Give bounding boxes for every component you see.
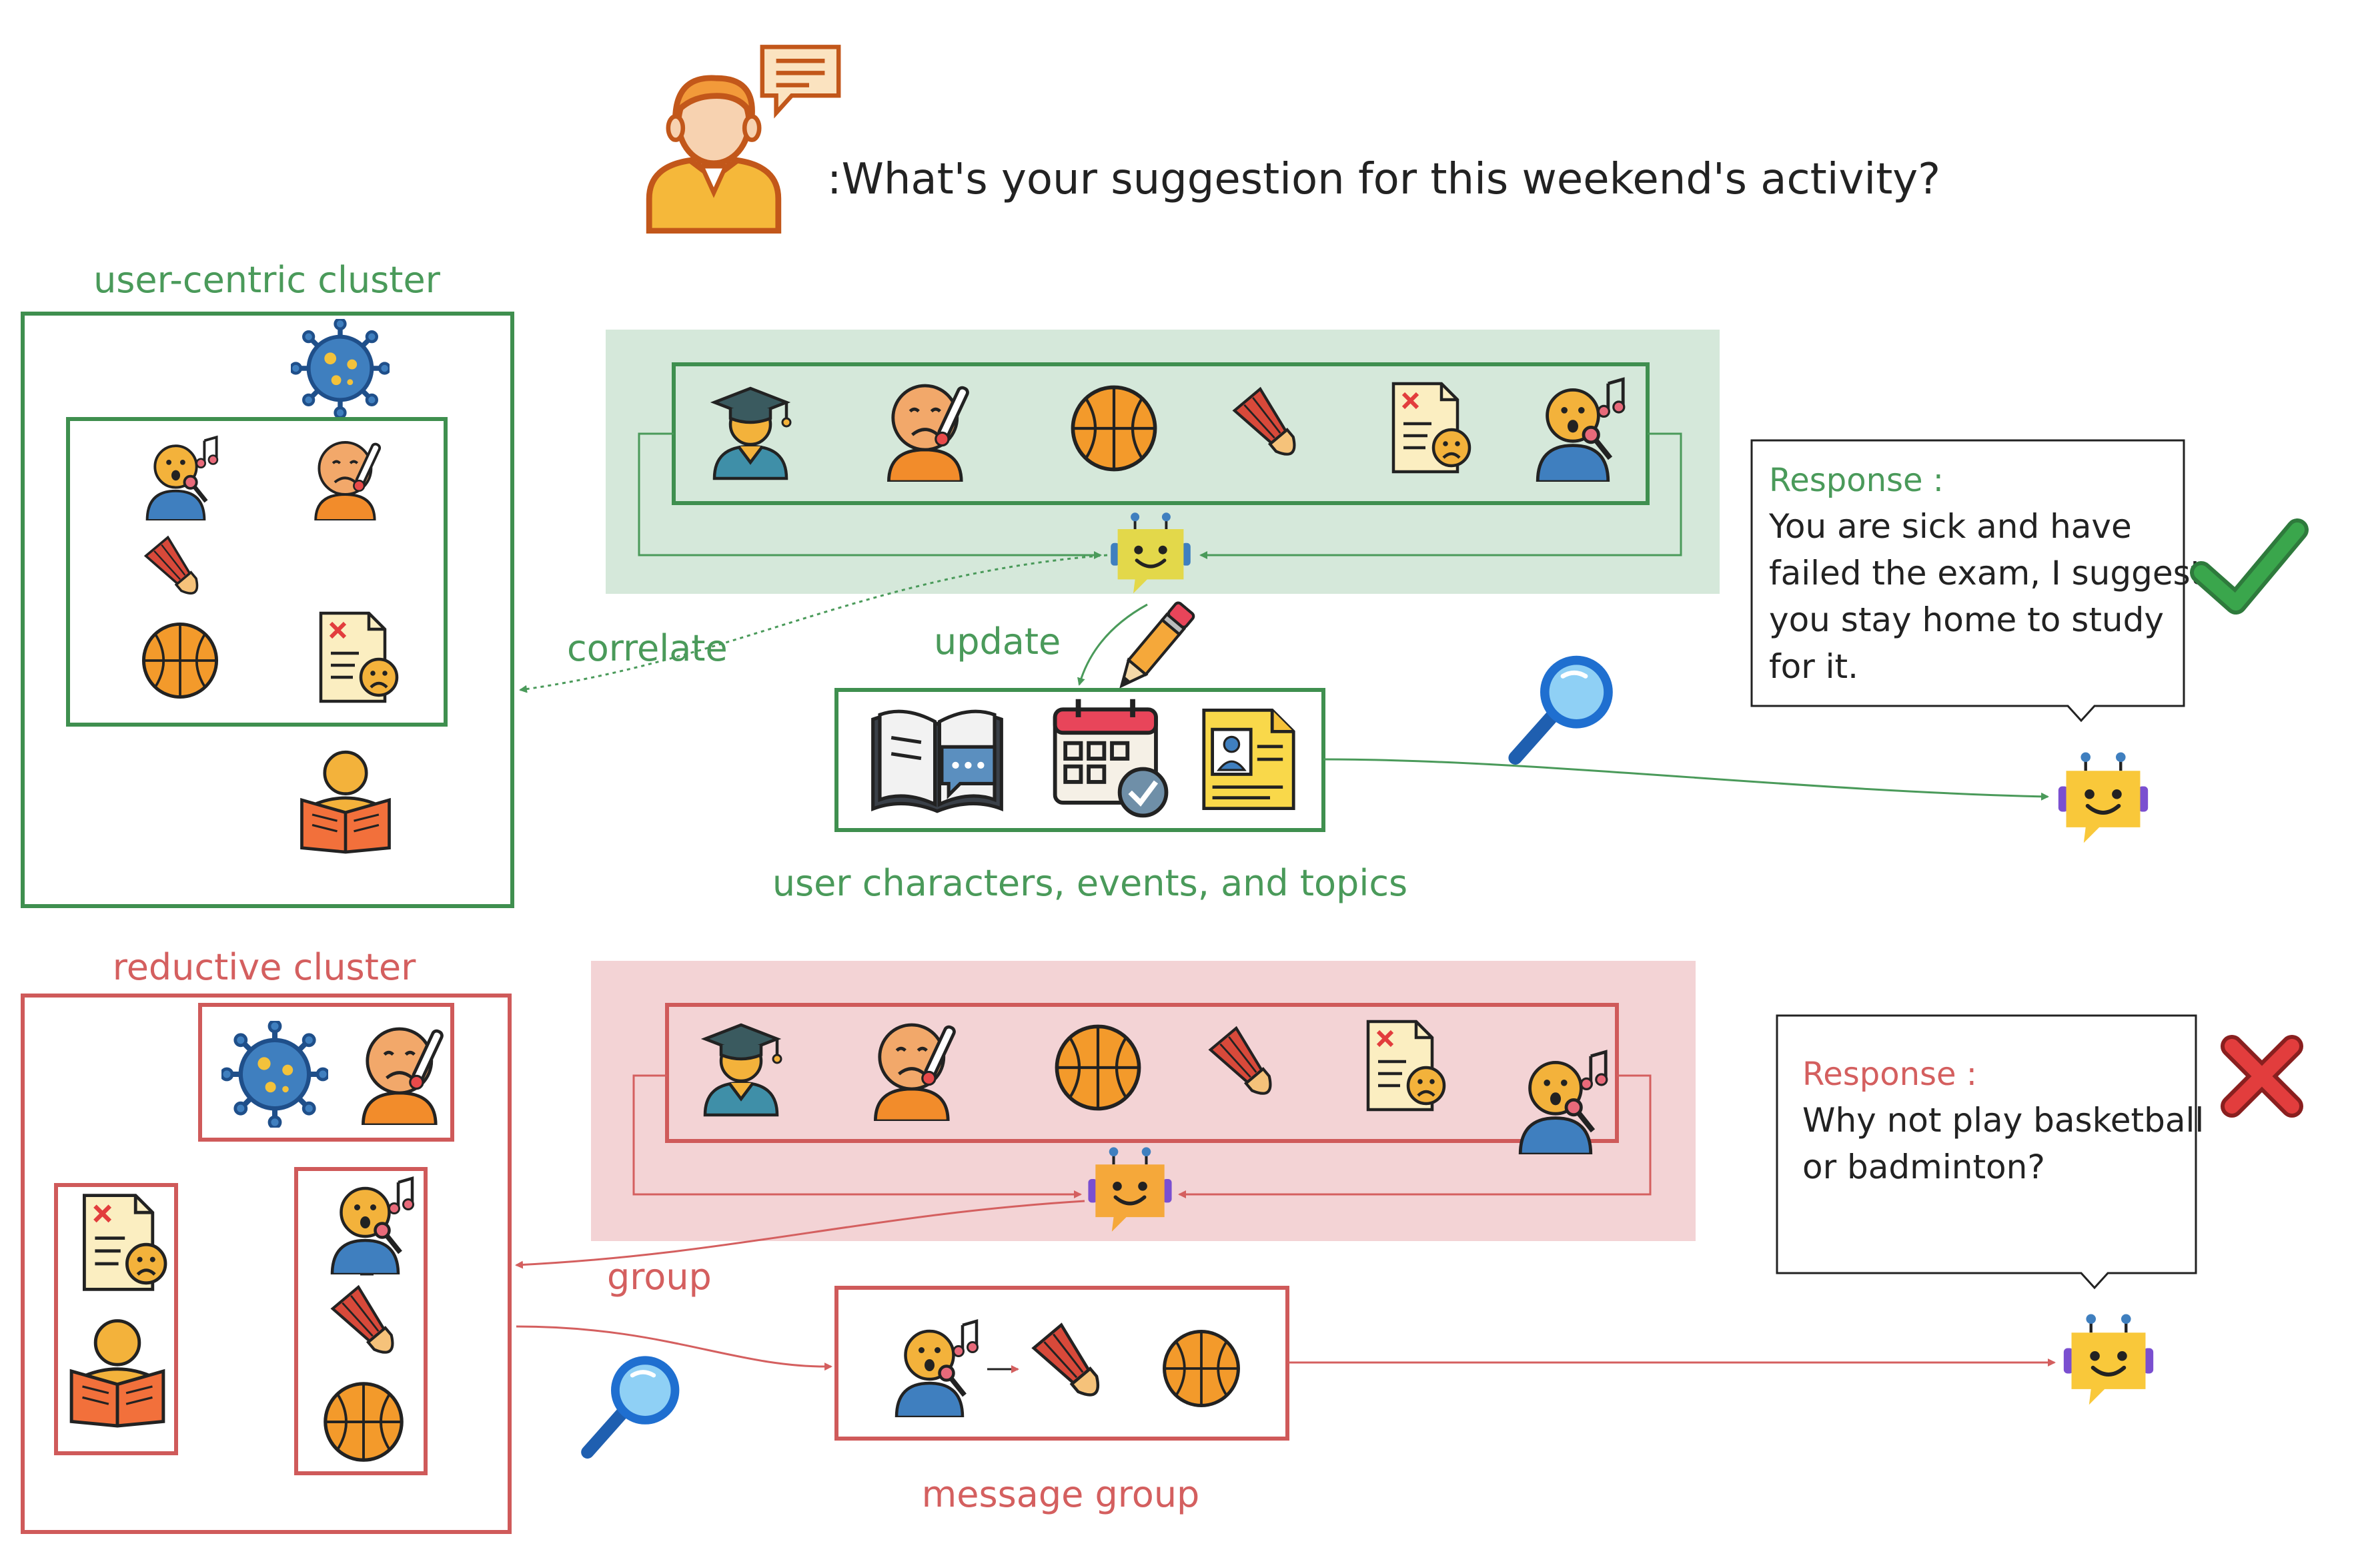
response-line: or badminton? xyxy=(1802,1148,2045,1186)
failed-exam-icon xyxy=(84,1196,165,1290)
response-bubble-top xyxy=(1750,439,2185,723)
memory-loop-left-arrow xyxy=(632,1074,1082,1198)
singer-icon xyxy=(332,1178,414,1274)
reductive-cluster-title: reductive cluster xyxy=(113,946,416,988)
user-centric-cluster-box xyxy=(21,312,514,908)
update-arrow xyxy=(1077,603,1148,686)
singer-icon xyxy=(147,437,217,520)
chatbot-icon xyxy=(2058,752,2148,843)
user-store-caption: user characters, events, and topics xyxy=(772,862,1407,904)
chat-bubble-icon xyxy=(762,47,838,113)
virus-icon xyxy=(221,1021,328,1128)
reductive-subcluster-b xyxy=(54,1183,178,1455)
magnifier-icon xyxy=(588,1361,675,1453)
shuttlecock-icon xyxy=(333,1287,403,1362)
sick-person-icon xyxy=(316,442,381,520)
user-avatar-icon xyxy=(649,78,778,231)
shuttlecock-icon xyxy=(1034,1325,1109,1405)
chat-book-icon xyxy=(873,711,1002,811)
correlate-arrow xyxy=(519,554,1108,693)
reader-icon xyxy=(71,1321,163,1426)
basketball-icon xyxy=(143,624,216,697)
reductive-subcluster-a xyxy=(198,1003,454,1142)
cross-icon xyxy=(2225,1039,2299,1114)
basketball-icon xyxy=(1165,1332,1239,1406)
group-arrow xyxy=(515,1200,1085,1269)
shuttlecock-icon xyxy=(144,536,207,603)
reductive-subcluster-c xyxy=(294,1167,428,1475)
reader-icon xyxy=(302,752,389,852)
response-header-top: Response : xyxy=(1769,462,1944,499)
group-label: group xyxy=(607,1256,712,1298)
virus-icon xyxy=(291,319,390,418)
response-line: You are sick and have xyxy=(1768,507,2132,546)
correlate-label: correlate xyxy=(567,627,728,669)
response-line: failed the exam, I suggest xyxy=(1769,554,2203,593)
response-line: for it. xyxy=(1769,647,1858,686)
basketball-icon xyxy=(1057,1026,1139,1108)
response-header-bottom: Response : xyxy=(1802,1056,1977,1093)
pencil-icon xyxy=(1113,601,1195,693)
reductive-memory-row xyxy=(665,1003,1619,1143)
memory-loop-right-arrow xyxy=(1199,432,1682,559)
chatbot-icon xyxy=(2064,1314,2153,1405)
basketball-icon xyxy=(1073,387,1155,469)
response-bubble-bottom xyxy=(1776,1014,2197,1290)
failed-exam-icon xyxy=(321,613,397,701)
user-query: :What's your suggestion for this weekend… xyxy=(649,47,1940,231)
memory-loop-right-arrow xyxy=(1178,1074,1652,1198)
user-centric-inner-cluster xyxy=(66,417,448,727)
magnifier-icon xyxy=(1516,661,1608,758)
user-centric-cluster-title: user-centric cluster xyxy=(93,259,441,301)
retrieve-arrow-top xyxy=(1323,758,2049,801)
response-line: Why not play basketball xyxy=(1802,1101,2204,1140)
memory-loop-left-arrow xyxy=(638,432,1102,559)
response-line: you stay home to study xyxy=(1769,601,2164,639)
singer-icon xyxy=(897,1321,978,1417)
update-label: update xyxy=(934,621,1061,663)
check-icon xyxy=(2194,522,2305,611)
sick-person-icon xyxy=(363,1029,443,1125)
profile-card-icon xyxy=(1204,710,1293,808)
message-group-caption: message group xyxy=(922,1473,1200,1515)
group-to-store-arrow xyxy=(516,1325,832,1371)
calendar-icon xyxy=(1055,699,1167,816)
question-text: :What's your suggestion for this weekend… xyxy=(827,155,1940,204)
basketball-icon xyxy=(326,1384,402,1460)
reductive-cluster-box xyxy=(21,994,512,1534)
